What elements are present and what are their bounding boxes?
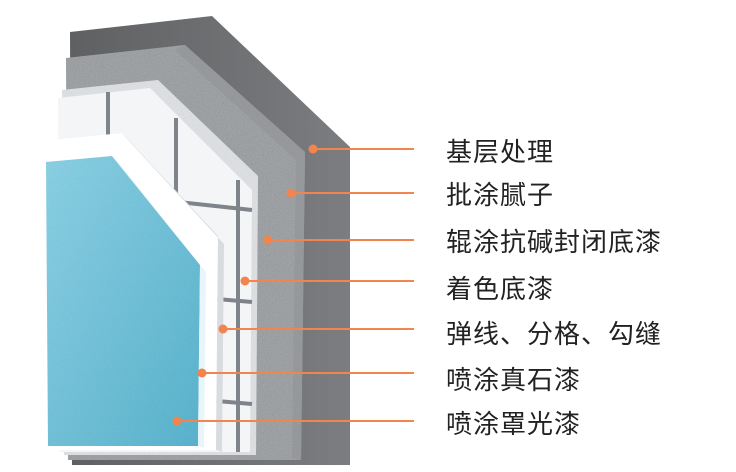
layer-label-grid-and-joints: 弹线、分格、勾缝 bbox=[446, 320, 663, 350]
marker-dot-colored-primer bbox=[240, 276, 250, 286]
layer-label-colored-primer: 着色底漆 bbox=[446, 275, 555, 305]
marker-dot-real-stone-paint bbox=[197, 368, 207, 378]
marker-dot-base-treatment bbox=[308, 144, 318, 154]
varnish-topcoat-layer bbox=[46, 156, 200, 446]
marker-dot-varnish-topcoat bbox=[172, 416, 182, 426]
layer-label-putty: 批涂腻子 bbox=[446, 181, 555, 211]
marker-dot-putty bbox=[286, 188, 296, 198]
marker-dot-alkali-sealing-primer bbox=[263, 235, 273, 245]
layer-label-alkali-sealing-primer: 辊涂抗碱封闭底漆 bbox=[446, 228, 663, 258]
marker-dot-grid-and-joints bbox=[218, 324, 228, 334]
layer-label-real-stone-paint: 喷涂真石漆 bbox=[446, 366, 582, 396]
layer-label-varnish-topcoat: 喷涂罩光漆 bbox=[446, 410, 582, 440]
leader-lines bbox=[172, 144, 414, 426]
layer-label-base-treatment: 基层处理 bbox=[446, 138, 555, 168]
